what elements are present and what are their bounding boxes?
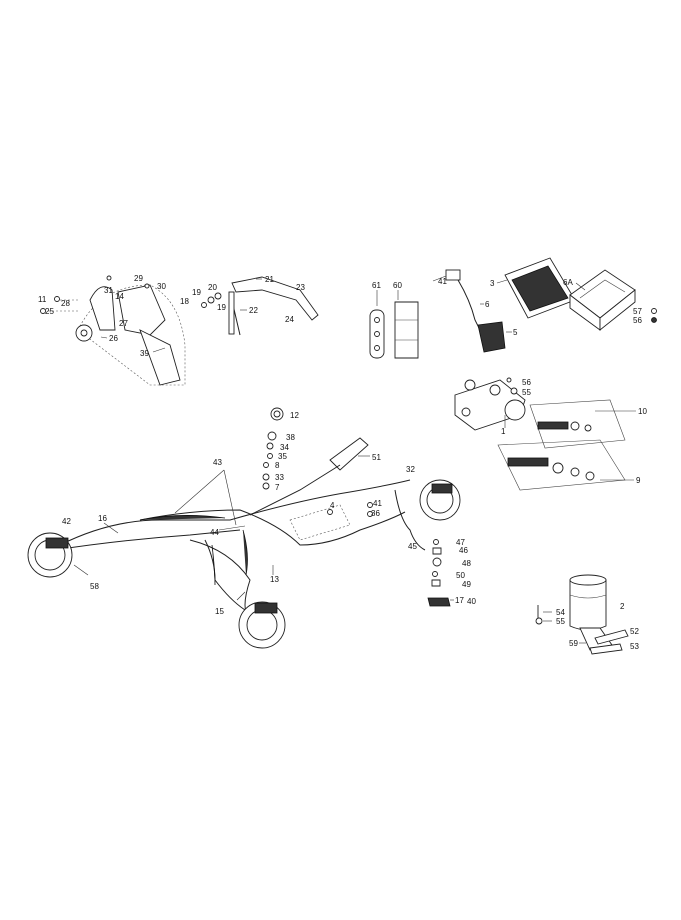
label-6A: 6A — [563, 278, 573, 287]
small-fittings-right — [327, 502, 454, 607]
label-12: 12 — [290, 411, 299, 420]
label-22: 22 — [249, 306, 258, 315]
label-23: 23 — [296, 283, 305, 292]
fluid-reservoir — [535, 574, 629, 655]
label-32: 32 — [406, 465, 415, 474]
label-40: 40 — [467, 597, 476, 606]
label-17: 17 — [455, 596, 464, 605]
label-5: 5 — [513, 328, 518, 337]
label-25: 25 — [45, 307, 54, 316]
label-41-a: 41 — [438, 277, 447, 286]
pedal-bracket-group — [40, 275, 186, 386]
label-50: 50 — [456, 571, 465, 580]
label-56-a: 56 — [633, 316, 642, 325]
label-48: 48 — [462, 559, 471, 568]
callout-labels: 11 28 25 31 14 29 30 27 26 39 19 20 18 1… — [38, 274, 647, 651]
label-58: 58 — [90, 582, 99, 591]
front-brake-drum — [419, 479, 461, 521]
label-14: 14 — [115, 292, 124, 301]
hand-brake-lever — [329, 437, 370, 471]
label-41-b: 41 — [373, 499, 382, 508]
label-35: 35 — [278, 452, 287, 461]
label-33: 33 — [275, 473, 284, 482]
label-53: 53 — [630, 642, 639, 651]
accelerator-pedal-group — [432, 269, 512, 353]
label-7: 7 — [275, 483, 280, 492]
rear-left-brake-drum — [27, 532, 89, 578]
label-55-a: 55 — [522, 388, 531, 397]
label-27: 27 — [119, 319, 128, 328]
label-56-b: 56 — [522, 378, 531, 387]
label-10: 10 — [638, 407, 647, 416]
label-42: 42 — [62, 517, 71, 526]
master-cylinder — [454, 377, 526, 431]
label-38: 38 — [286, 433, 295, 442]
label-2: 2 — [620, 602, 625, 611]
label-13: 13 — [270, 575, 279, 584]
label-3: 3 — [490, 279, 495, 288]
label-52: 52 — [630, 627, 639, 636]
label-45: 45 — [408, 542, 417, 551]
label-44: 44 — [210, 528, 219, 537]
label-29: 29 — [134, 274, 143, 283]
brake-lines — [54, 464, 426, 621]
label-57: 57 — [633, 307, 642, 316]
seal-kit-9 — [497, 439, 634, 491]
label-9: 9 — [636, 476, 641, 485]
label-19-a: 19 — [192, 288, 201, 297]
label-46: 46 — [459, 546, 468, 555]
label-1: 1 — [501, 427, 506, 436]
label-31: 31 — [104, 286, 113, 295]
label-49: 49 — [462, 580, 471, 589]
label-54: 54 — [556, 608, 565, 617]
label-20: 20 — [208, 283, 217, 292]
label-47: 47 — [456, 538, 465, 547]
label-43: 43 — [213, 458, 222, 467]
pedal-lever-group — [201, 276, 319, 336]
seal-kit-10 — [529, 399, 636, 449]
label-19-b: 19 — [217, 303, 226, 312]
small-fittings-column — [262, 407, 284, 490]
label-15: 15 — [215, 607, 224, 616]
label-55-b: 55 — [556, 617, 565, 626]
label-30: 30 — [157, 282, 166, 291]
label-8: 8 — [275, 461, 280, 470]
label-6: 6 — [485, 300, 490, 309]
label-18: 18 — [180, 297, 189, 306]
label-39: 39 — [140, 349, 149, 358]
label-51: 51 — [372, 453, 381, 462]
label-21: 21 — [265, 275, 274, 284]
label-59: 59 — [569, 639, 578, 648]
brackets-60-61 — [369, 290, 419, 359]
label-26: 26 — [109, 334, 118, 343]
label-4: 4 — [330, 501, 335, 510]
label-11: 11 — [38, 295, 47, 304]
rear-right-brake-drum — [238, 601, 286, 649]
label-36: 36 — [371, 509, 380, 518]
label-60: 60 — [393, 281, 402, 290]
label-28: 28 — [61, 299, 70, 308]
label-16: 16 — [98, 514, 107, 523]
floor-mat — [496, 257, 576, 319]
label-34: 34 — [280, 443, 289, 452]
label-61: 61 — [372, 281, 381, 290]
ecu-box — [569, 269, 657, 331]
label-24: 24 — [285, 315, 294, 324]
